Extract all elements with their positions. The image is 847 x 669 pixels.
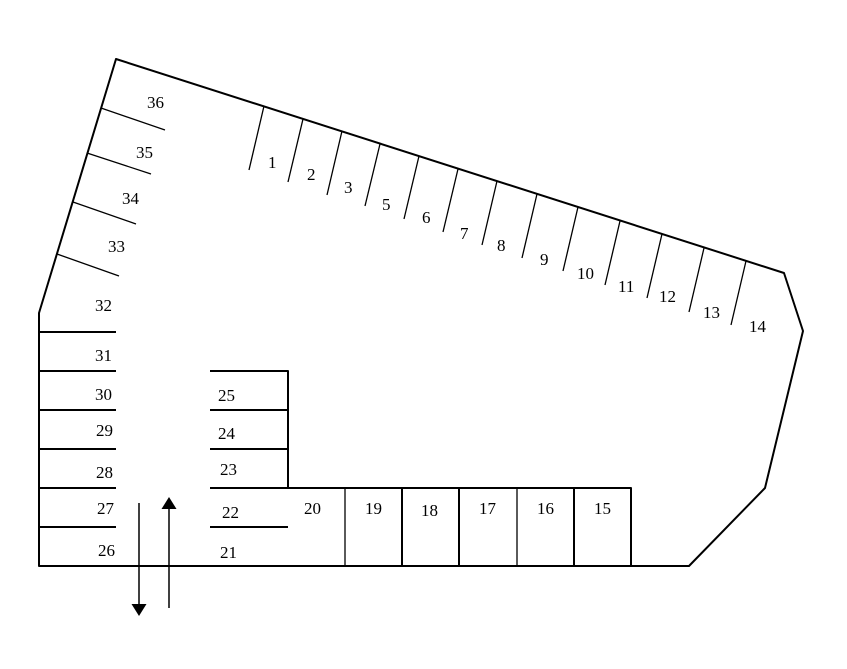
space-label-33: 33 <box>108 237 125 256</box>
space-label-14: 14 <box>749 317 767 336</box>
space-label-20: 20 <box>304 499 321 518</box>
space-label-12: 12 <box>659 287 676 306</box>
space-label-10: 10 <box>577 264 594 283</box>
space-label-32: 32 <box>95 296 112 315</box>
bottom-row-dividers <box>344 488 575 566</box>
space-label-3: 3 <box>344 178 353 197</box>
traffic-arrows <box>131 497 177 616</box>
space-label-22: 22 <box>222 503 239 522</box>
space-label-5: 5 <box>382 195 391 214</box>
divider-top-8 <box>521 193 538 259</box>
divider-top-13 <box>730 260 747 326</box>
divider-top-6 <box>442 168 459 233</box>
space-label-30: 30 <box>95 385 112 404</box>
divider-top-12 <box>688 247 705 313</box>
divider-top-4 <box>364 143 381 207</box>
space-label-19: 19 <box>365 499 382 518</box>
divider-left-2 <box>86 152 152 175</box>
divider-left-1 <box>100 107 166 131</box>
space-label-21: 21 <box>220 543 237 562</box>
divider-top-7 <box>481 180 498 246</box>
divider-top-9 <box>562 206 579 272</box>
space-label-13: 13 <box>703 303 720 322</box>
space-label-2: 2 <box>307 165 316 184</box>
space-label-9: 9 <box>540 250 549 269</box>
space-label-15: 15 <box>594 499 611 518</box>
space-label-36: 36 <box>147 93 164 112</box>
space-label-25: 25 <box>218 386 235 405</box>
space-label-18: 18 <box>421 501 438 520</box>
space-label-27: 27 <box>97 499 115 518</box>
divider-left-3 <box>72 201 137 225</box>
top-row-dividers <box>248 105 747 326</box>
space-label-6: 6 <box>422 208 431 227</box>
left-diagonal-dividers <box>56 107 166 277</box>
lot-boundary <box>38 58 804 567</box>
space-label-34: 34 <box>122 189 140 208</box>
space-label-17: 17 <box>479 499 497 518</box>
divider-top-11 <box>646 233 663 299</box>
center-island-outline <box>210 370 632 566</box>
divider-top-2 <box>287 118 304 183</box>
divider-left-4 <box>56 253 120 277</box>
space-label-26: 26 <box>98 541 115 560</box>
divider-top-5 <box>403 155 420 220</box>
space-label-16: 16 <box>537 499 554 518</box>
space-label-7: 7 <box>460 224 469 243</box>
divider-top-1 <box>248 105 265 171</box>
left-column-dividers <box>39 331 116 528</box>
divider-top-3 <box>326 130 343 196</box>
space-label-28: 28 <box>96 463 113 482</box>
island-column-dividers <box>210 409 288 528</box>
space-label-11: 11 <box>618 277 634 296</box>
space-label-29: 29 <box>96 421 113 440</box>
space-label-31: 31 <box>95 346 112 365</box>
space-label-35: 35 <box>136 143 153 162</box>
divider-top-10 <box>604 220 621 286</box>
space-labels: 1 2 3 5 6 7 8 9 10 11 12 13 14 15 16 17 … <box>95 93 767 562</box>
space-label-1: 1 <box>268 153 277 172</box>
space-label-24: 24 <box>218 424 236 443</box>
space-label-8: 8 <box>497 236 506 255</box>
space-label-23: 23 <box>220 460 237 479</box>
